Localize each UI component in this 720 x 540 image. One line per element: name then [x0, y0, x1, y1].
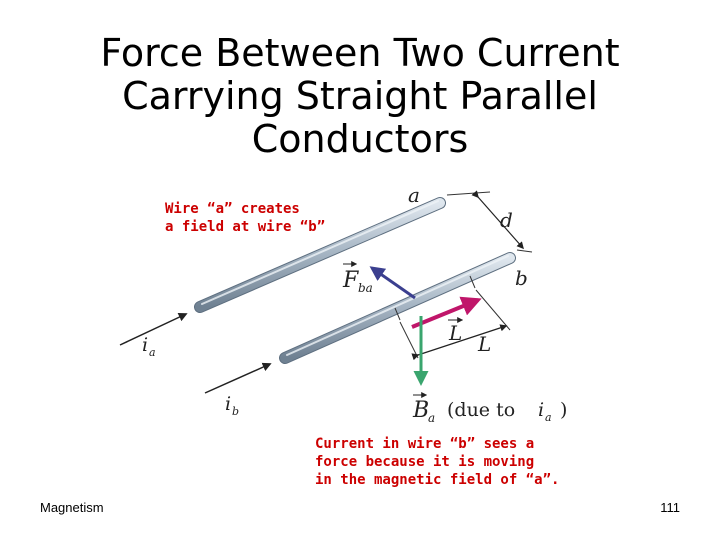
current-b-subscript: b	[232, 405, 239, 418]
current-b-arrow	[204, 362, 272, 394]
current-a-subscript: a	[149, 346, 156, 359]
wire-b-annotation-line-2: force because it is moving	[315, 454, 535, 470]
separation-d-marker	[446, 190, 533, 253]
force-vector-arrow	[369, 266, 416, 300]
length-vector-symbol: L	[448, 321, 462, 345]
force-symbol: F	[342, 268, 359, 293]
field-note-prefix: (due to	[447, 399, 515, 421]
current-a-label: i a	[142, 334, 156, 359]
title-line-2: Carrying Straight Parallel	[122, 74, 598, 118]
wire-b-annotation-line-3: in the magnetic field of “a”.	[315, 472, 560, 488]
page-number: 111	[660, 500, 680, 515]
wire-a-label: a	[408, 183, 420, 207]
field-note-subscript: a	[545, 411, 552, 424]
wire-b-label: b	[515, 266, 528, 290]
length-vector-arrow	[411, 296, 482, 329]
slide-title: Force Between Two Current Carrying Strai…	[60, 32, 660, 161]
field-note-suffix: )	[560, 399, 567, 421]
wire-a-annotation-line-2: a field at wire “b”	[165, 219, 326, 235]
current-a-arrow	[119, 312, 188, 346]
current-b-symbol: i	[225, 393, 231, 415]
wire-a-annotation: Wire “a” creates a field at wire “b”	[165, 200, 325, 236]
wire-b-annotation-line-1: Current in wire “b” sees a	[315, 436, 535, 452]
current-a-symbol: i	[142, 334, 148, 356]
length-vector-label: L	[448, 317, 464, 345]
field-subscript: a	[428, 411, 435, 425]
field-symbol: B	[412, 398, 429, 423]
footer-topic: Magnetism	[40, 500, 104, 515]
title-line-1: Force Between Two Current	[100, 31, 620, 75]
wire-b	[279, 252, 516, 364]
wire-a	[194, 197, 446, 313]
force-subscript: ba	[358, 281, 373, 295]
field-label: B a (due to i a )	[412, 392, 567, 425]
title-line-3: Conductors	[251, 117, 469, 161]
force-label: F ba	[342, 261, 373, 295]
current-b-label: i b	[225, 393, 239, 418]
separation-label: d	[500, 208, 513, 232]
wire-a-annotation-line-1: Wire “a” creates	[165, 201, 300, 217]
field-note-var: i	[538, 399, 544, 421]
length-dimension-marker	[399, 289, 511, 361]
length-dimension-label: L	[477, 332, 491, 356]
wire-b-annotation: Current in wire “b” sees a force because…	[315, 435, 559, 489]
